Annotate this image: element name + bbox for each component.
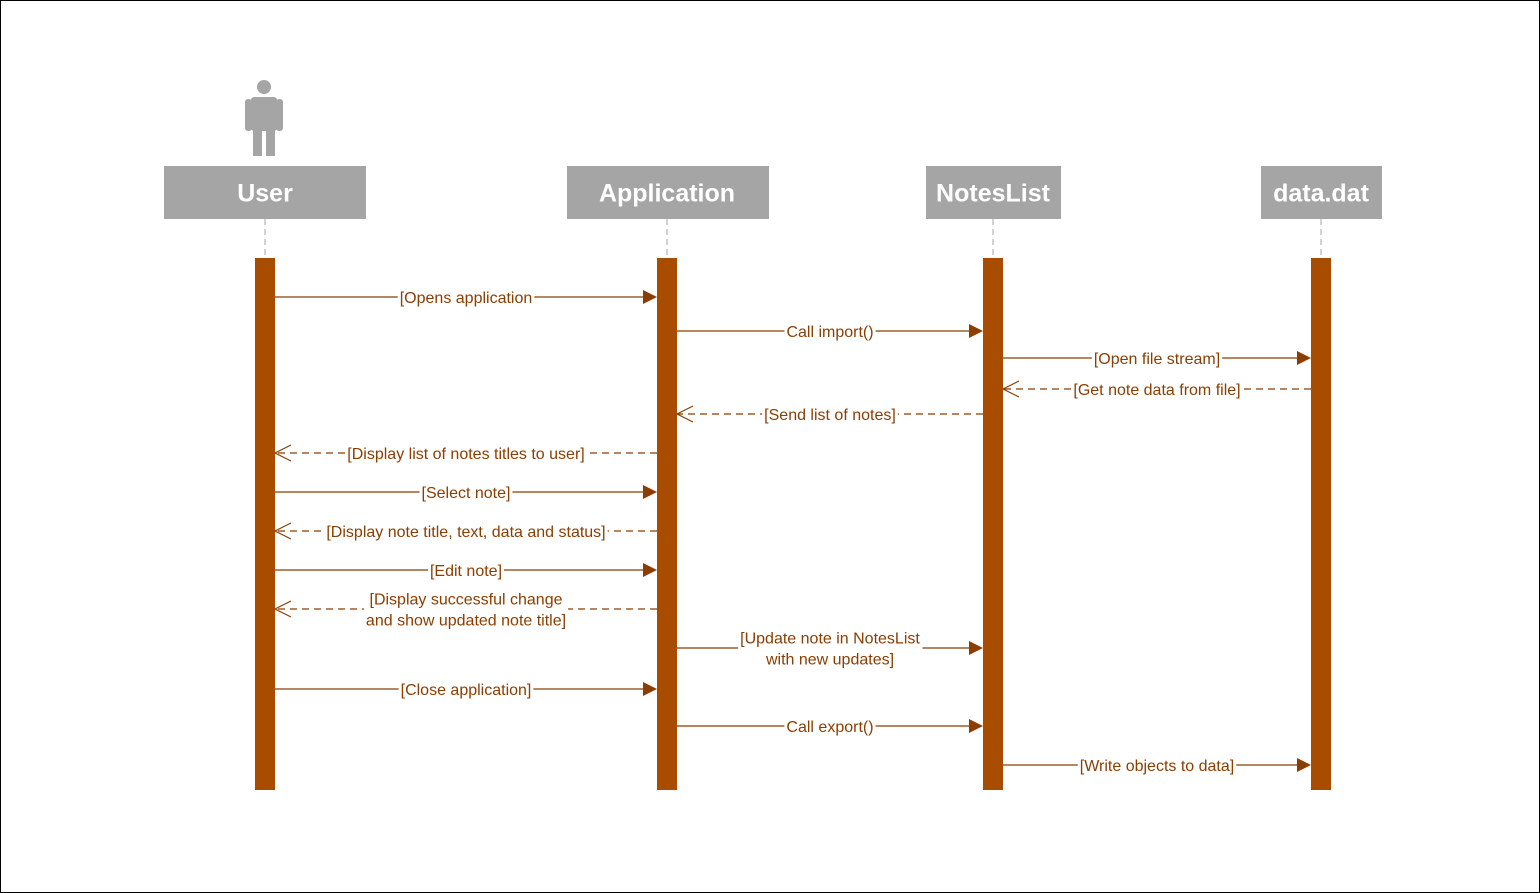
- message-label: with new updates]: [765, 652, 894, 669]
- arrowhead-filled: [643, 563, 657, 577]
- arrowhead-filled: [969, 324, 983, 338]
- message-4: [Get note data from file]: [1002, 380, 1311, 399]
- arrowhead-open: [1002, 380, 1020, 398]
- message-label-bg: [1091, 351, 1223, 368]
- message-label: and show updated note title]: [366, 613, 566, 630]
- message-label-bg: [419, 485, 513, 502]
- participant-label-application: Application: [599, 180, 735, 208]
- message-label-bg: [784, 719, 876, 736]
- arrowhead-filled: [643, 485, 657, 499]
- message-12: [Close application]: [275, 682, 657, 699]
- message-label-bg: [398, 682, 534, 699]
- activation-bar-user: [255, 258, 275, 790]
- participant-label-datadat: data.dat: [1273, 180, 1370, 208]
- message-label: [Display successful change: [370, 592, 563, 609]
- arrowhead-open: [676, 405, 694, 423]
- arrowhead-filled: [969, 719, 983, 733]
- message-5: [Send list of notes]: [676, 405, 983, 424]
- message-label: [Open file stream]: [1094, 351, 1220, 368]
- message-label-bg: [397, 290, 535, 307]
- participant-header-user: [164, 166, 366, 219]
- activation-bar-application: [657, 258, 677, 790]
- message-label: [Display note title, text, data and stat…: [326, 524, 605, 541]
- message-label: [Select note]: [422, 485, 511, 502]
- arrowhead-open: [274, 444, 292, 462]
- message-3: [Open file stream]: [1003, 351, 1311, 368]
- message-label-bg: [738, 630, 923, 669]
- message-label-bg: [1071, 382, 1243, 399]
- arrowhead-open: [274, 600, 292, 618]
- message-label: Call import(): [786, 324, 873, 341]
- participant-label-user: User: [237, 180, 293, 208]
- participant-header-datadat: [1261, 166, 1382, 219]
- message-11: [Update note in NotesList with new update…: [677, 630, 983, 669]
- message-2: Call import(): [677, 324, 983, 341]
- arrowhead-filled: [643, 682, 657, 696]
- message-label-bg: [345, 446, 587, 463]
- message-label-bg: [1077, 758, 1237, 775]
- message-label: [Write objects to data]: [1080, 758, 1234, 775]
- message-label-bg: [427, 563, 505, 580]
- message-10: [Display successful change and show updat…: [274, 591, 657, 630]
- message-label: [Send list of notes]: [764, 407, 896, 424]
- message-6: [Display list of notes titles to user]: [274, 444, 657, 463]
- participant-label-noteslist: NotesList: [936, 180, 1051, 208]
- activation-bar-datadat: [1311, 258, 1331, 790]
- message-label: [Close application]: [401, 682, 532, 699]
- arrowhead-filled: [1297, 351, 1311, 365]
- message-label: Call export(): [786, 719, 873, 736]
- message-label: [Get note data from file]: [1073, 382, 1240, 399]
- arrowhead-filled: [969, 641, 983, 655]
- participant-header-noteslist: [926, 166, 1061, 219]
- arrowhead-open: [274, 522, 292, 540]
- arrowhead-filled: [643, 290, 657, 304]
- message-label: [Edit note]: [430, 563, 502, 580]
- activation-bar-noteslist: [983, 258, 1003, 790]
- message-label-bg: [363, 591, 569, 630]
- message-label-bg: [784, 324, 876, 341]
- message-8: [Display note title, text, data and stat…: [274, 522, 657, 541]
- message-label-bg: [324, 524, 608, 541]
- message-label: [Update note in NotesList: [740, 631, 920, 648]
- message-7: [Select note]: [275, 485, 657, 502]
- lifelines: [255, 219, 1331, 790]
- actor-icon: [245, 80, 283, 156]
- message-label: [Display list of notes titles to user]: [347, 446, 584, 463]
- participant-header-application: [567, 166, 769, 219]
- message-14: [Write objects to data]: [1003, 758, 1311, 775]
- message-9: [Edit note]: [275, 563, 657, 580]
- message-1: [Opens application: [275, 290, 657, 307]
- message-label: [Opens application: [400, 290, 533, 307]
- arrowhead-filled: [1297, 758, 1311, 772]
- participant-headers: User Application NotesList data.dat: [164, 80, 1382, 219]
- message-13: Call export(): [677, 719, 983, 736]
- message-label-bg: [762, 407, 898, 424]
